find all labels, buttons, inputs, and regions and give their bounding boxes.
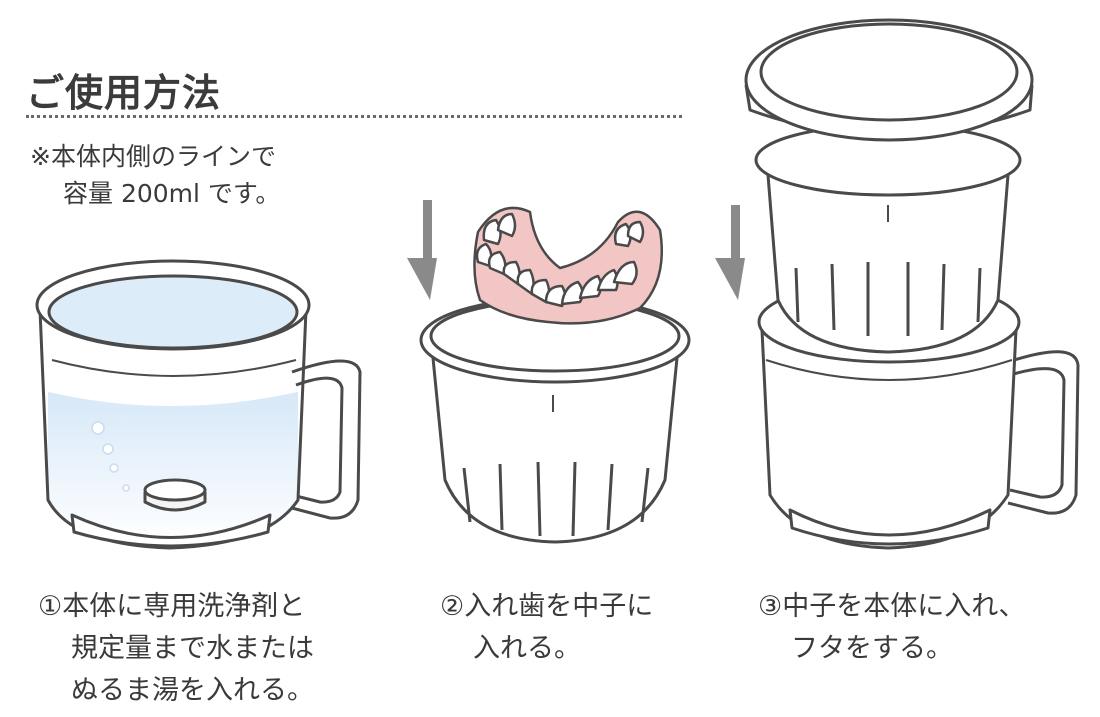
bubble [102, 443, 114, 455]
down-arrow-icon [407, 200, 437, 300]
denture-icon [473, 206, 664, 325]
bubble [109, 463, 119, 473]
step-1-number: ① [38, 591, 63, 622]
capacity-note: ※本体内側のラインで 容量 200ml です。 [30, 138, 280, 212]
step-3-line2: フタをする。 [791, 633, 953, 664]
step-3-number: ③ [758, 591, 783, 622]
step-2-line1: 入れ歯を中子に [464, 591, 654, 622]
bubble [122, 484, 130, 492]
water [48, 392, 298, 545]
step-1-line1: 本体に専用洗浄剤と [62, 591, 306, 622]
cleaning-tablet [143, 478, 207, 512]
inner-basket-illustration [419, 296, 691, 544]
assembled-cup-illustration [744, 18, 1080, 550]
step-3-text: ③中子を本体に入れ、 フタをする。 [758, 586, 1026, 670]
step-2-number: ② [440, 591, 465, 622]
page-title: ご使用方法 [26, 71, 222, 115]
cup-with-water-illustration [35, 259, 362, 550]
step-1-line3: ぬるま湯を入れる。 [71, 675, 314, 706]
step-2-line2: 入れる。 [473, 633, 581, 664]
step-2-text: ②入れ歯を中子に 入れる。 [440, 586, 653, 670]
capacity-note-line2: 容量 200ml です。 [63, 179, 281, 208]
dotted-divider [26, 115, 682, 118]
down-arrow-icon [715, 205, 745, 300]
step-3-line1: 中子を本体に入れ、 [782, 591, 1026, 622]
step-1-text: ①本体に専用洗浄剤と 規定量まで水または ぬるま湯を入れる。 [38, 586, 314, 712]
step-1-line2: 規定量まで水または [71, 633, 314, 664]
capacity-note-line1: ※本体内側のラインで [30, 142, 276, 171]
bubble [91, 421, 105, 435]
